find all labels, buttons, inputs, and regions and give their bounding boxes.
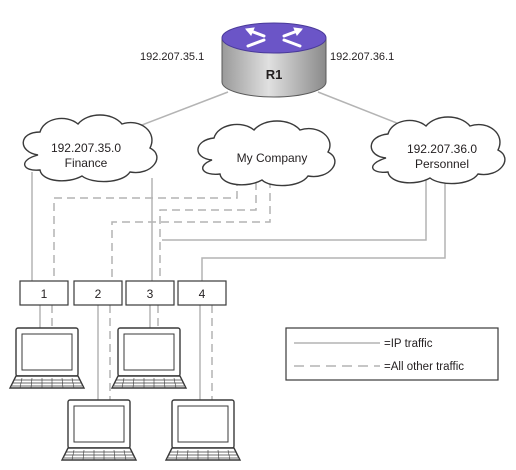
legend-ip-label: =IP traffic [384,338,433,350]
router-r1: R1 [221,22,327,98]
switch-ports: 1 2 3 4 [19,280,227,306]
cloud-company: My Company [197,120,336,187]
port-box-1 [19,280,69,306]
router-top [221,22,327,54]
company-label: My Company [237,151,308,165]
port-label-4: 4 [199,287,206,301]
legend: =IP traffic =All other traffic [285,327,499,381]
legend-other-label: =All other traffic [384,361,464,373]
laptop-icon [165,399,241,461]
laptop-icon [111,327,187,389]
router-name: R1 [266,67,283,82]
personnel-label: Personnel [415,157,469,171]
port-box-3 [125,280,175,306]
router-left-ip: 192.207.35.1 [140,51,204,63]
port-label-3: 3 [147,287,154,301]
finance-subnet: 192.207.35.0 [51,141,121,155]
personnel-subnet: 192.207.36.0 [407,142,477,156]
legend-box [285,327,499,381]
router-arrows-icon [245,27,303,48]
laptop-icon [61,399,137,461]
port-box-4 [177,280,227,306]
cloud-finance: 192.207.35.0 Finance [22,114,158,183]
cloud-personnel: 192.207.36.0 Personnel [370,116,506,185]
laptop-icon [9,327,85,389]
port-box-2 [73,280,123,306]
ip-traffic-lines [31,172,446,410]
port-label-2: 2 [95,287,102,301]
finance-label: Finance [65,156,108,170]
router-right-ip: 192.207.36.1 [330,51,394,63]
port-label-1: 1 [41,287,48,301]
